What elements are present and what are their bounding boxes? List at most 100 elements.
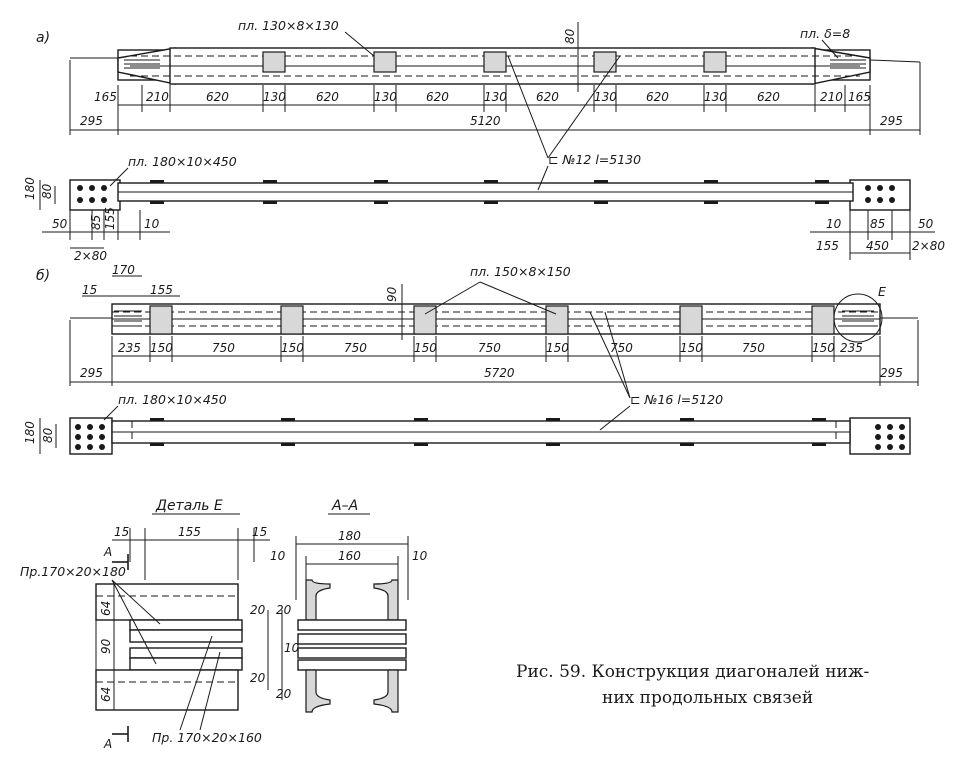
section-plate: [297, 647, 407, 659]
dim-a-1: 210: [146, 90, 169, 104]
dim-b-0: 235: [118, 341, 141, 355]
h-inner-a: 80: [40, 183, 54, 199]
dim-b-9: 150: [680, 341, 703, 355]
dim-b-155: 155: [150, 283, 173, 297]
batten-plate: [593, 51, 617, 73]
caption-line-2: них продольных связей: [602, 688, 813, 708]
dim-b-8: 750: [610, 341, 633, 355]
view-a-plan: пл. 180×10×450 ⊏ №12 l=5130 180 80 50 85…: [23, 55, 945, 263]
channel-section-right-top: [373, 579, 399, 621]
overhang-left-b: 295: [80, 366, 103, 380]
total-a: 5120: [470, 114, 501, 128]
total-b: 5720: [484, 366, 515, 380]
dim-a-7: 130: [484, 90, 507, 104]
channel-label-a: ⊏ №12 l=5130: [548, 152, 641, 167]
caption-line-1: Рис. 59. Конструкция диагоналей ниж-: [516, 662, 869, 682]
dim-a-155-right: 155: [816, 239, 839, 253]
section-plate: [297, 633, 407, 645]
detail-e-lower-channel: [95, 669, 239, 711]
section-aa-w-outer: 180: [338, 529, 361, 543]
section-plate: [297, 659, 407, 671]
detail-e-dim-mid: 155: [178, 525, 201, 539]
detail-e-plate: [129, 619, 243, 631]
plate-label-a: пл. 130×8×130: [238, 18, 339, 33]
section-plate: [297, 619, 407, 631]
end-plate-label-a: пл. δ=8: [800, 26, 850, 41]
dim-a-0: 165: [94, 90, 117, 104]
section-aa-title: А–А: [331, 498, 358, 514]
detail-e-plate: [129, 657, 243, 671]
dim-a-155: 155: [103, 207, 117, 230]
view-b-elevation: б) 170 15 155 Е 90 пл. 150×8×150: [36, 263, 919, 386]
batten-plate: [811, 305, 835, 335]
batten-plate: [149, 305, 173, 335]
view-a-letter: а): [36, 30, 50, 46]
batten-plate: [545, 305, 569, 335]
dim-a-6: 620: [426, 90, 449, 104]
batten-plate: [262, 51, 286, 73]
plate-label-b: пл. 150×8×150: [470, 264, 571, 279]
height-dim-a: 80: [563, 28, 577, 44]
detail-e-dim-right: 15: [252, 525, 267, 539]
dim-a-4: 620: [316, 90, 339, 104]
dim-b-6: 750: [478, 341, 501, 355]
detail-e-r-10: 10: [284, 641, 300, 655]
overhang-right-b: 295: [880, 366, 903, 380]
height-dim-b: 90: [385, 286, 399, 302]
dim-a-10: 10: [144, 217, 160, 231]
detail-e-ref: Е: [878, 284, 886, 299]
dim-b-12: 235: [840, 341, 863, 355]
gusset-plate-left: [69, 179, 121, 211]
channel-section-right-bottom: [373, 669, 399, 713]
view-a-elevation: а) пл. 130×8×130 пл. δ=8: [36, 18, 921, 135]
batten-plate: [703, 51, 727, 73]
dim-a-85: 85: [89, 215, 103, 230]
h-outer-a: 180: [23, 177, 37, 200]
detail-e-r-20-b: 20: [276, 603, 292, 617]
batten-plate: [280, 305, 304, 335]
detail-e-title: Деталь Е: [155, 498, 223, 514]
dim-b-5: 150: [414, 341, 437, 355]
h-outer-b: 180: [23, 421, 37, 444]
detail-e-v-90: 90: [99, 638, 113, 654]
view-b-plan: пл. 180×10×450 ⊏ №16 l=5120 180 80: [23, 311, 911, 455]
batten-plate: [679, 305, 703, 335]
detail-e-r-20-d: 20: [276, 687, 292, 701]
dim-a-10: 620: [646, 90, 669, 104]
pitch-a-left: 2×80: [74, 249, 107, 263]
dim-a-450-right: 450: [866, 239, 889, 253]
dim-b-15: 15: [82, 283, 97, 297]
dim-a-50-right: 50: [918, 217, 934, 231]
dim-b-4: 750: [344, 341, 367, 355]
channel-section-left-top: [305, 579, 331, 621]
dim-a-8: 620: [536, 90, 559, 104]
detail-e-plate-bottom-label: Пр. 170×20×160: [152, 730, 262, 745]
dim-a-10-right: 10: [826, 217, 842, 231]
detail-e-dim-left: 15: [114, 525, 129, 539]
section-mark-top: А: [103, 545, 112, 559]
gusset-label-b: пл. 180×10×450: [118, 392, 227, 407]
dim-b-10: 750: [742, 341, 765, 355]
detail-e: Деталь Е 15 155 15 А А Пр.170×20×180 Пр.…: [20, 498, 300, 751]
dim-a-3: 130: [263, 90, 286, 104]
overhang-left-a: 295: [80, 114, 103, 128]
view-b-letter: б): [36, 268, 50, 284]
batten-plate: [373, 51, 397, 73]
section-aa-gap-left: 10: [270, 549, 286, 563]
batten-plate: [413, 305, 437, 335]
dim-a-85-right: 85: [870, 217, 885, 231]
dim-a-50: 50: [52, 217, 68, 231]
dim-a-9: 130: [594, 90, 617, 104]
detail-e-r-20-c: 20: [250, 671, 266, 685]
detail-e-upper-channel: [95, 583, 239, 621]
section-mark-bottom: А: [103, 737, 112, 751]
detail-e-v-64-top: 64: [99, 601, 113, 616]
dim-b-1: 150: [150, 341, 173, 355]
channel-section-left-bottom: [305, 669, 331, 713]
overhang-right-a: 295: [880, 114, 903, 128]
gusset-label-a: пл. 180×10×450: [128, 154, 237, 169]
figure-caption: Рис. 59. Конструкция диагоналей ниж- них…: [516, 662, 869, 708]
detail-e-r-20-a: 20: [250, 603, 266, 617]
h-inner-b: 80: [41, 427, 55, 443]
